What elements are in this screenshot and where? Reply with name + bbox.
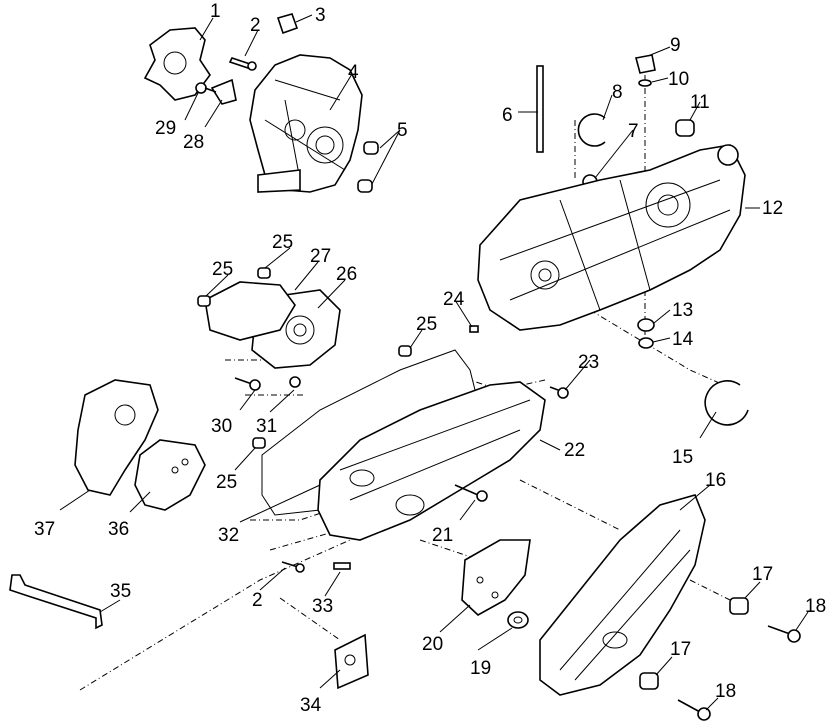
part-label: 9 — [670, 35, 681, 56]
part-33-pin — [333, 562, 351, 570]
part-37-plate — [74, 379, 159, 496]
part-11-bushing — [675, 119, 695, 137]
part-label: 10 — [668, 69, 689, 90]
part-label: 25 — [416, 314, 437, 335]
part-label: 5 — [397, 120, 408, 141]
part-36-plate — [134, 439, 206, 511]
leader-lines — [59, 14, 809, 711]
part-18-bolt-lower — [677, 699, 711, 721]
part-label: 11 — [690, 92, 710, 113]
part-label: 15 — [672, 447, 693, 468]
part-35-tool — [9, 574, 103, 630]
part-label: 32 — [218, 525, 239, 546]
part-19-washer — [507, 611, 529, 629]
part-5-dowels — [357, 141, 379, 193]
part-label: 18 — [805, 596, 826, 617]
part-label: 16 — [705, 470, 726, 491]
part-6-dipstick — [536, 65, 544, 153]
part-31-bolt — [289, 376, 301, 388]
part-label: 30 — [211, 416, 232, 437]
part-label: 2 — [250, 15, 261, 36]
part-4-crankcase-left — [249, 54, 363, 193]
part-22-side-cover — [317, 381, 546, 541]
part-28-bracket — [210, 78, 237, 105]
part-label: 25 — [216, 472, 237, 493]
part-label: 6 — [502, 105, 513, 126]
part-29-bolt — [195, 82, 217, 94]
assembly-lines — [79, 68, 736, 691]
part-label: 14 — [672, 329, 694, 350]
part-label: 1 — [210, 1, 221, 22]
part-label: 18 — [715, 681, 736, 702]
part-3-plug — [276, 13, 299, 35]
part-8-circlip — [577, 113, 606, 147]
part-label: 24 — [443, 289, 465, 310]
part-label: 34 — [300, 695, 322, 716]
part-label: 36 — [108, 519, 129, 540]
part-10-oring — [638, 79, 652, 87]
part-label: 20 — [422, 634, 443, 655]
part-17-nut-lower — [639, 672, 659, 690]
part-25-dowels — [197, 267, 412, 449]
part-label: 19 — [470, 658, 491, 679]
part-label: 31 — [256, 416, 277, 437]
part-label: 13 — [672, 300, 693, 321]
part-14-plug — [638, 337, 654, 349]
part-label: 29 — [155, 118, 176, 139]
part-label: 33 — [312, 596, 333, 617]
part-21-bolt — [454, 484, 488, 502]
part-2-screw-top — [228, 57, 257, 71]
part-23-bolt — [549, 386, 569, 399]
part-15-snap-ring — [704, 380, 749, 426]
part-20-plate — [461, 539, 531, 616]
part-label: 25 — [212, 259, 233, 280]
part-27-gasket — [204, 281, 296, 341]
part-label: 8 — [612, 82, 623, 103]
part-label: 2 — [252, 590, 263, 611]
part-17-nut-upper — [729, 597, 749, 615]
part-label: 27 — [310, 246, 331, 267]
part-label: 17 — [670, 639, 691, 660]
part-24-pin — [469, 325, 479, 333]
part-label: 3 — [315, 5, 326, 26]
part-12-crankcase-right — [477, 144, 746, 331]
part-label: 37 — [34, 519, 55, 540]
part-label: 25 — [272, 232, 293, 253]
part-label: 4 — [348, 62, 359, 83]
part-30-bolt — [234, 377, 261, 391]
part-label: 35 — [110, 581, 131, 602]
part-13-nut — [637, 318, 655, 332]
part-label: 22 — [564, 440, 585, 461]
part-label: 28 — [183, 132, 204, 153]
part-label: 23 — [578, 352, 599, 373]
part-label: 12 — [762, 198, 783, 219]
part-16-drive-cover — [539, 494, 706, 696]
part-34-bracket — [334, 633, 369, 690]
part-9-cap — [635, 54, 656, 74]
part-18-bolt-upper — [767, 625, 801, 643]
part-label: 26 — [336, 264, 357, 285]
part-2-screw-bottom — [281, 561, 305, 573]
part-label: 7 — [628, 121, 639, 142]
part-label: 21 — [432, 525, 453, 546]
part-label: 17 — [752, 564, 773, 585]
